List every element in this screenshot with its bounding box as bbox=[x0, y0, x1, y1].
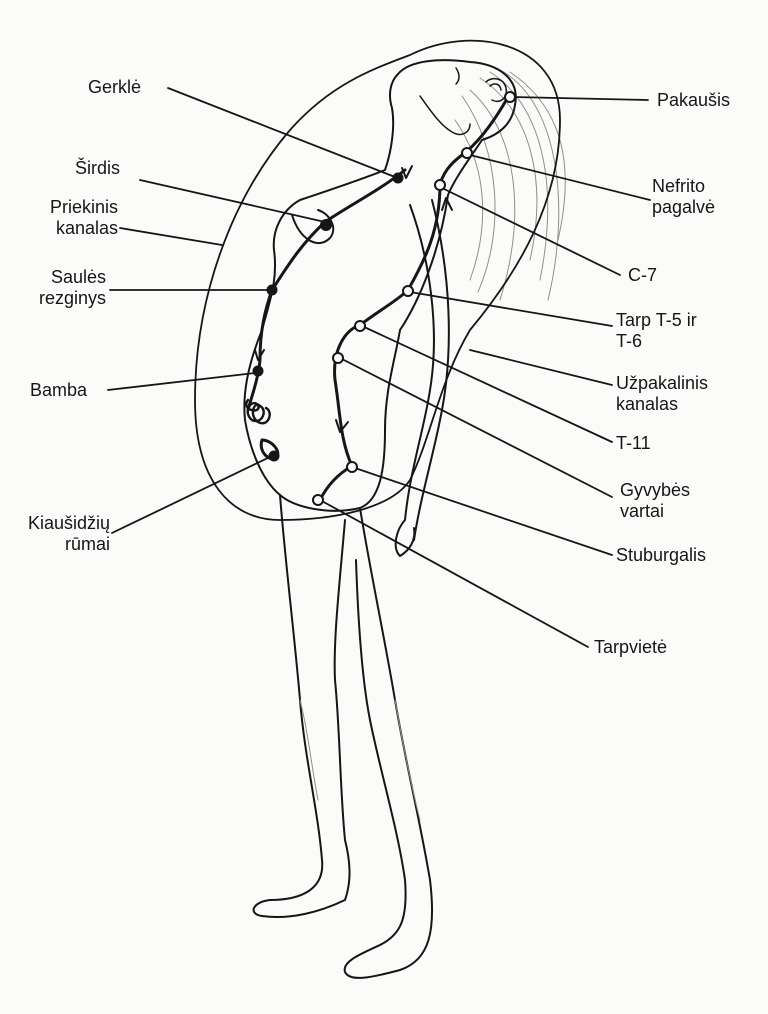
label-tarp-t5-t6: Tarp T-5 ir T-6 bbox=[616, 310, 697, 351]
point-gerkle bbox=[392, 172, 404, 184]
point-sirdis bbox=[320, 219, 332, 231]
point-stuburgalis bbox=[346, 461, 358, 473]
label-priekinis-kanalas: Priekinis kanalas bbox=[49, 197, 118, 238]
point-gyvybes-vartai bbox=[332, 352, 344, 364]
label-bamba: Bamba bbox=[30, 380, 88, 400]
legs-outline bbox=[252, 494, 434, 979]
point-saules-rezginys bbox=[266, 284, 278, 296]
point-t5-t6 bbox=[402, 285, 414, 297]
body-outline bbox=[243, 59, 517, 512]
label-saules-rezginys: Saulės rezginys bbox=[38, 267, 106, 308]
label-c7: C-7 bbox=[628, 265, 658, 285]
energy-points bbox=[252, 91, 516, 506]
point-t11 bbox=[354, 320, 366, 332]
label-nefrito-pagalve: Nefrito pagalvė bbox=[652, 176, 716, 217]
label-tarpviete: Tarpvietė bbox=[594, 637, 668, 657]
label-t11: T-11 bbox=[616, 433, 651, 453]
coil bbox=[245, 398, 271, 425]
label-pakausis: Pakaušis bbox=[657, 90, 731, 110]
point-nefrito-pagalve bbox=[461, 147, 473, 159]
point-tarpviete bbox=[312, 494, 324, 506]
label-gyvybes-vartai: Gyvybės vartai bbox=[620, 480, 691, 521]
leader-lines bbox=[107, 87, 651, 648]
point-c7 bbox=[434, 179, 446, 191]
label-kiausidziu-rumai: Kiaušidžių rūmai bbox=[27, 513, 110, 554]
label-gerkle: Gerklė bbox=[88, 77, 142, 97]
head-detail bbox=[419, 67, 508, 136]
label-sirdis: Širdis bbox=[75, 158, 121, 178]
energy-loop-outline bbox=[194, 39, 561, 521]
label-uzpakalinis-kanalas: Užpakalinis kanalas bbox=[616, 373, 709, 414]
label-stuburgalis: Stuburgalis bbox=[616, 545, 707, 565]
point-kiausidziu-rumai bbox=[268, 450, 280, 462]
point-bamba bbox=[252, 365, 264, 377]
arm-outline bbox=[404, 204, 435, 521]
hair-strands bbox=[454, 69, 566, 301]
